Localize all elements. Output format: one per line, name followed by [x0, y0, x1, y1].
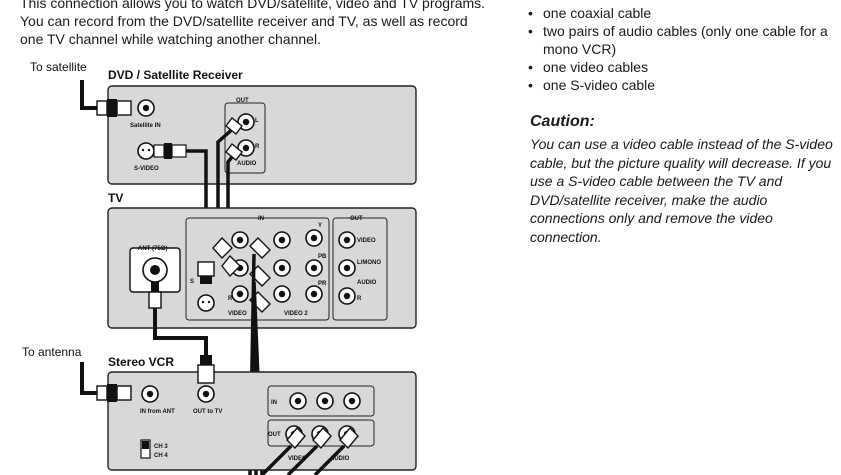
tv-y-jack[interactable]	[305, 229, 323, 247]
dvd-out-label: OUT	[236, 98, 249, 104]
tv-in2-l-jack[interactable]	[273, 259, 291, 277]
tv-audio-label: AUDIO	[357, 280, 377, 286]
dvd-svideo-label: S-VIDEO	[134, 166, 159, 172]
tv-video1-label: VIDEO	[228, 311, 247, 317]
intro-paragraph: This connection allows you to watch DVD/…	[20, 0, 486, 47]
dvd-title: DVD / Satellite Receiver	[108, 68, 243, 82]
tv-title: TV	[108, 191, 123, 205]
dvd-svideo-jack[interactable]	[137, 142, 155, 160]
cable-list: one coaxial cable two pairs of audio cab…	[528, 4, 828, 94]
satellite-in-jack[interactable]	[137, 99, 155, 117]
vcr-audio-label: AUDIO	[330, 456, 350, 462]
tv-in1-r-label: R	[228, 296, 233, 302]
vcr-in-ant-label: IN from ANT	[140, 409, 175, 415]
to-antenna-label: To antenna	[22, 345, 82, 359]
vcr-in-r-jack[interactable]	[343, 392, 361, 410]
tv-pb-label: PB	[318, 254, 327, 260]
vcr-in-label: IN	[271, 400, 277, 406]
tv-pb-jack[interactable]	[305, 259, 323, 277]
tv-lmono-label: L/MONO	[357, 260, 381, 266]
tv-in2-video-jack[interactable]	[273, 231, 291, 249]
tv-out-l-jack[interactable]	[338, 259, 356, 277]
tv-out-video-label: VIDEO	[357, 238, 376, 244]
vcr-in-l-jack[interactable]	[316, 392, 334, 410]
tv-in2-r-jack[interactable]	[273, 285, 291, 303]
dvd-audio-label: AUDIO	[237, 161, 257, 167]
vcr-out-tv-jack[interactable]	[197, 385, 215, 403]
caution-title: Caution:	[530, 113, 595, 130]
tv-out-r-jack[interactable]	[338, 287, 356, 305]
dvd-r-label: R	[255, 144, 260, 150]
tv-ant-label: ANT (75Ω)	[138, 246, 167, 252]
vcr-title: Stereo VCR	[108, 355, 174, 369]
tv-pr-jack[interactable]	[305, 285, 323, 303]
vcr-in-ant-jack[interactable]	[141, 385, 159, 403]
cable-item: one video cables	[528, 58, 828, 76]
caution-body: You can use a video cable instead of the…	[530, 136, 833, 245]
satellite-in-label: Satellite IN	[130, 123, 161, 129]
vcr-out-label: OUT	[268, 432, 281, 438]
tv-video2-label: VIDEO 2	[284, 311, 308, 317]
vcr-in-video-jack[interactable]	[289, 392, 307, 410]
tv-y-label: Y	[318, 223, 322, 229]
vcr-out-tv-label: OUT to TV	[193, 409, 222, 415]
to-satellite-label: To satellite	[30, 60, 87, 74]
tv-in1-video-jack[interactable]	[231, 231, 249, 249]
tv-out-video-jack[interactable]	[338, 231, 356, 249]
cable-item: one S-video cable	[528, 76, 828, 94]
tv-in1-r-jack[interactable]	[231, 285, 249, 303]
dvd-l-label: L	[255, 118, 259, 124]
vcr-ch3-label: CH 3	[154, 444, 168, 450]
tv-out-label: OUT	[350, 216, 363, 222]
tv-s-label: S	[190, 279, 194, 285]
tv-in-label: IN	[258, 216, 264, 222]
tv-out-r-label: R	[357, 296, 362, 302]
cable-item: two pairs of audio cables (only one cabl…	[528, 22, 828, 58]
cable-item: one coaxial cable	[528, 4, 828, 22]
tv-svideo-jack[interactable]	[197, 294, 215, 312]
vcr-video-label: VIDEO	[288, 456, 307, 462]
tv-pr-label: PR	[318, 281, 327, 287]
vcr-ch4-label: CH 4	[154, 453, 168, 459]
